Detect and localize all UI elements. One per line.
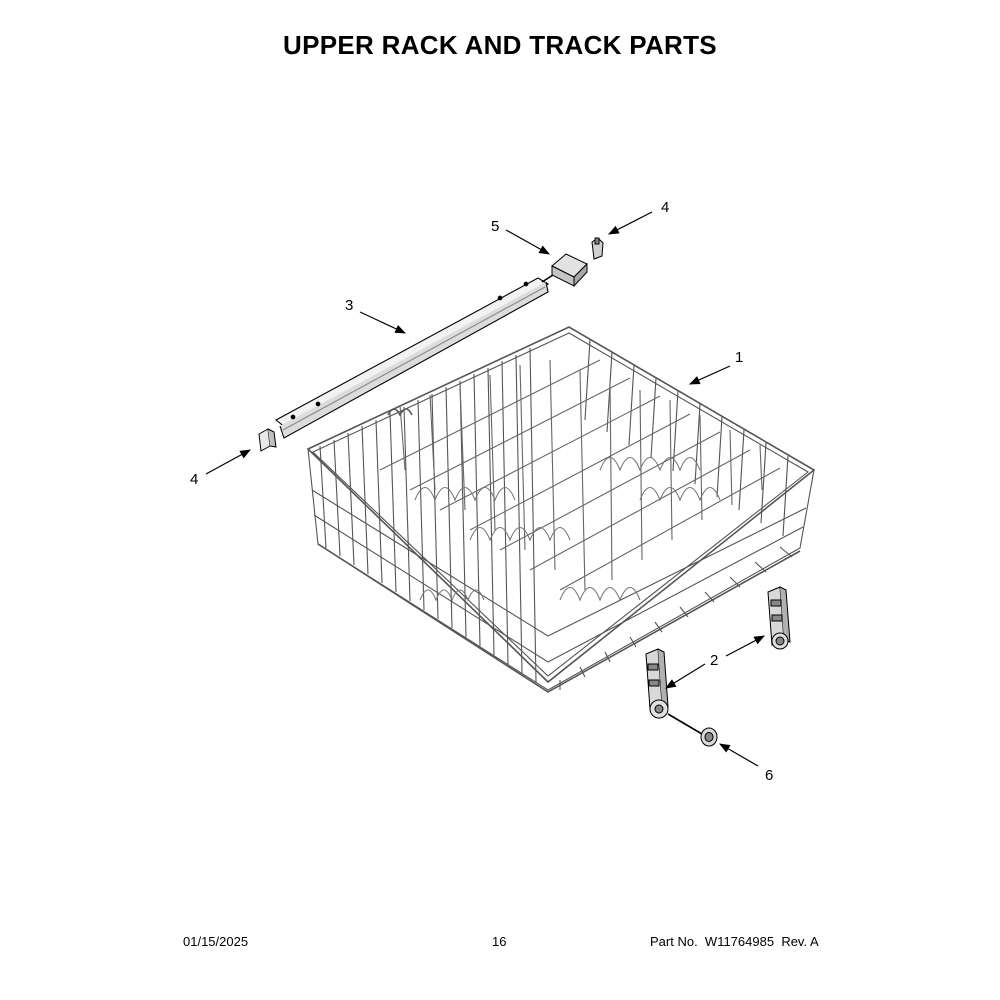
wheel-axis-line: [667, 713, 703, 735]
callout-4-left: 4: [190, 471, 199, 488]
leader-2b: [725, 635, 765, 657]
rack-wheel: [700, 727, 718, 747]
footer-page-number: 16: [492, 934, 507, 949]
footer-part-info: Part No. W11764985 Rev. A: [650, 934, 819, 949]
page-title: UPPER RACK AND TRACK PARTS: [283, 30, 717, 60]
leader-5: [505, 229, 550, 255]
callout-4-top: 4: [661, 199, 670, 216]
footer-revision: Rev. A: [781, 934, 819, 949]
footer-date: 01/15/2025: [183, 934, 249, 949]
leader-4-left: [205, 449, 251, 475]
upper-rack: [306, 326, 816, 693]
rack-adjuster-left: [645, 648, 669, 719]
callout-5: 5: [491, 218, 500, 235]
leader-2a: [665, 663, 706, 689]
leader-3: [359, 311, 406, 334]
track-stop-left: [258, 428, 277, 452]
cap-axis-line: [541, 274, 554, 283]
track-stop-top: [591, 237, 604, 260]
footer-part-label: Part No.: [650, 934, 698, 949]
callout-2: 2: [710, 652, 719, 669]
footer-part-number: W11764985: [704, 934, 775, 949]
leader-6: [719, 743, 759, 767]
track-end-cap: [551, 253, 588, 288]
leader-lines: [205, 211, 765, 767]
callout-6: 6: [765, 767, 774, 784]
callout-1: 1: [735, 349, 744, 366]
rack-track: [275, 277, 550, 439]
leader-4-top: [608, 211, 653, 235]
callout-3: 3: [345, 297, 354, 314]
rack-adjuster-right: [767, 586, 791, 650]
leader-1: [689, 365, 731, 385]
